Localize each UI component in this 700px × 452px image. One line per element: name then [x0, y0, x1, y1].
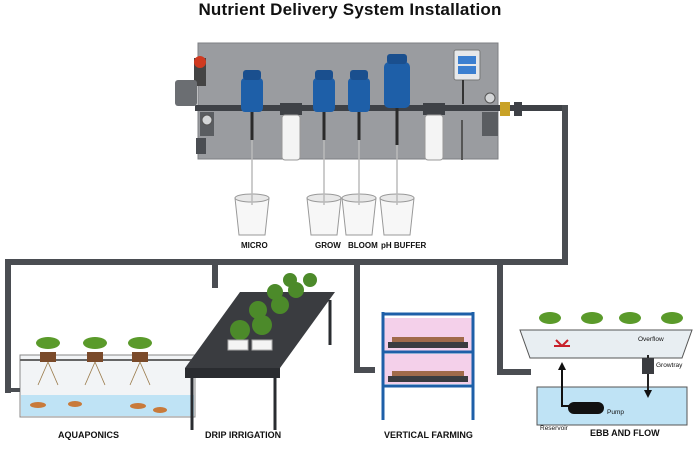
injector-micro [241, 70, 263, 140]
label-drip-irrigation: DRIP IRRIGATION [205, 430, 282, 440]
outlet-valve-assembly [461, 92, 522, 160]
label-growtray: Growtray [656, 362, 683, 369]
controller-box [453, 49, 481, 104]
label-vertical-farming: VERTICAL FARMING [384, 430, 473, 440]
label-aquaponics: AQUAPONICS [58, 430, 120, 440]
delivery-pipe [5, 105, 568, 393]
inlet-valve-assembly [175, 56, 214, 154]
suction-tubes [251, 140, 398, 205]
bucket-label-bloom: BLOOM [348, 241, 378, 250]
injector-bloom [348, 70, 370, 140]
label-pump: Pump [607, 409, 624, 416]
drip-irrigation-system [185, 273, 335, 430]
bucket-label-grow: GROW [315, 241, 341, 250]
label-ebb-and-flow: EBB AND FLOW [590, 428, 660, 438]
aquaponics-system [8, 337, 196, 418]
bucket-bloom [341, 193, 377, 236]
label-reservoir: Reservoir [540, 425, 568, 432]
filter-housing-1 [280, 103, 302, 161]
bucket-label-micro: MICRO [241, 241, 268, 250]
ebb-and-flow-system [519, 312, 693, 426]
label-overflow: Overflow [638, 336, 664, 343]
diagram-title: Nutrient Delivery System Installation [198, 0, 502, 19]
injector-grow [313, 70, 335, 140]
filter-housing-2 [423, 103, 445, 161]
vertical-farming-system [381, 312, 475, 420]
injector-ph-buffer [384, 54, 410, 145]
bucket-label-ph-buffer: pH BUFFER [381, 241, 427, 250]
